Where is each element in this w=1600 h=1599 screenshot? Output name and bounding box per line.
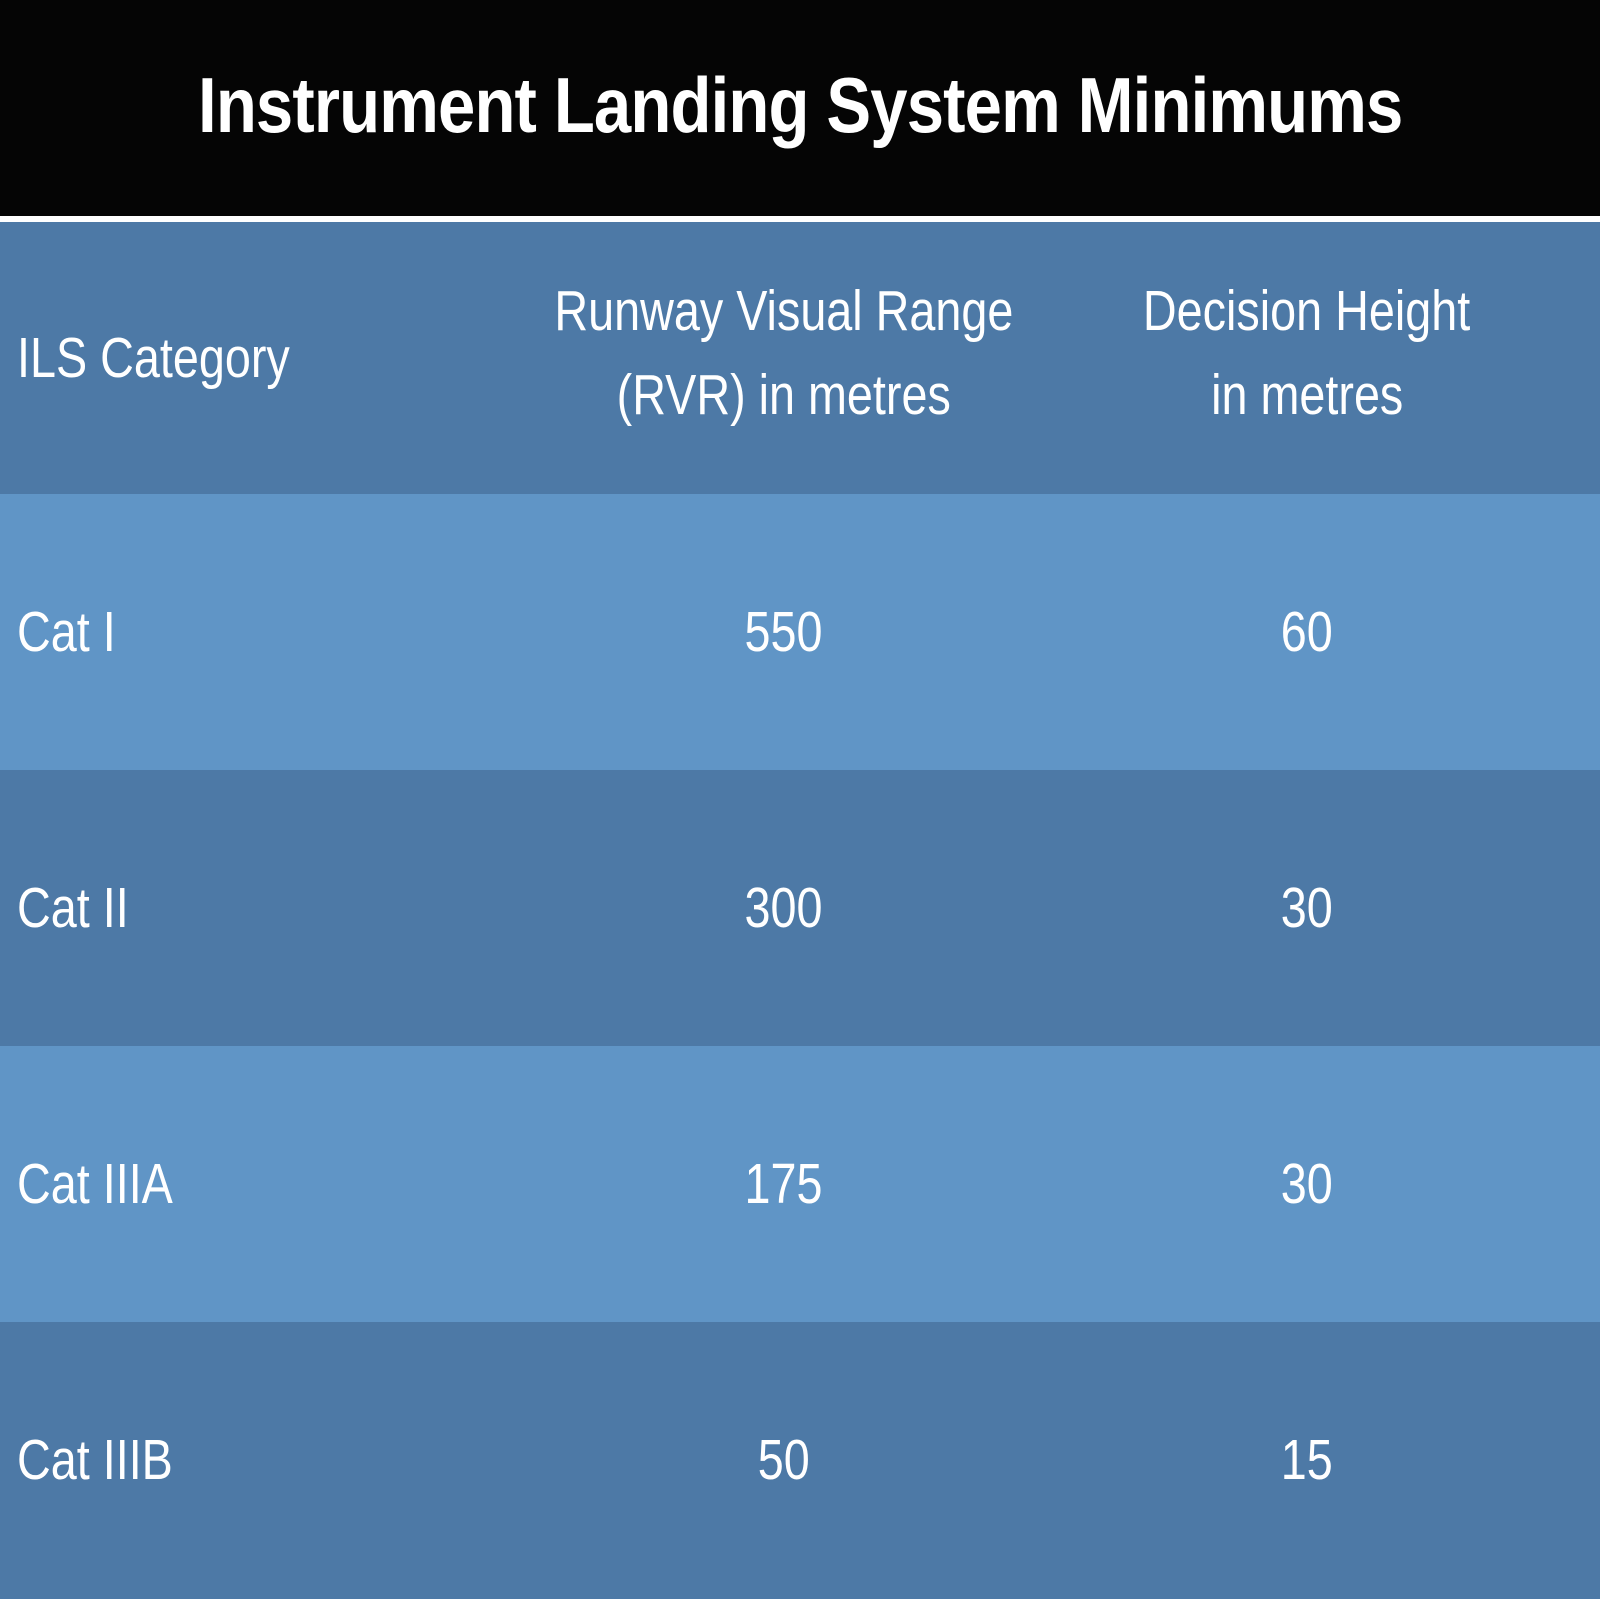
dh-value: 60 [1281,600,1333,664]
rvr-value: 550 [744,600,823,664]
cell-decision-height: 30 [1084,1046,1530,1322]
header-rvr-line2: (RVR) in metres [616,363,952,427]
category-value: Cat IIIA [17,1152,173,1216]
table-row: Cat I 550 60 [0,494,1600,770]
ils-minimums-table: ILS Category Runway Visual Range (RVR) i… [0,222,1600,1598]
rvr-value: 175 [744,1152,823,1216]
cell-category: Cat IIIB [17,1322,517,1598]
cell-rvr: 50 [534,1322,1034,1598]
rvr-value: 50 [758,1428,810,1492]
table-row: Cat IIIB 50 15 [0,1322,1600,1598]
category-value: Cat I [17,600,116,664]
page-title: Instrument Landing System Minimums [197,60,1403,149]
cell-category: Cat IIIA [17,1046,517,1322]
table-header-row: ILS Category Runway Visual Range (RVR) i… [0,222,1600,494]
cell-decision-height: 15 [1084,1322,1530,1598]
dh-value: 15 [1281,1428,1333,1492]
header-dh-line1: Decision Height [1143,279,1471,343]
table-row: Cat IIIA 175 30 [0,1046,1600,1322]
cell-rvr: 550 [534,494,1034,770]
table-row: Cat II 300 30 [0,770,1600,1046]
dh-value: 30 [1281,876,1333,940]
header-cell-rvr: Runway Visual Range (RVR) in metres [534,222,1034,494]
header-dh-line2: in metres [1210,363,1404,427]
rvr-value: 300 [744,876,823,940]
header-cell-decision-height: Decision Height in metres [1084,222,1530,494]
category-value: Cat II [17,876,129,940]
cell-decision-height: 30 [1084,770,1530,1046]
dh-value: 30 [1281,1152,1333,1216]
title-bar: Instrument Landing System Minimums [0,0,1600,216]
header-cell-category: ILS Category [17,222,517,494]
cell-rvr: 175 [534,1046,1034,1322]
cell-rvr: 300 [534,770,1034,1046]
cell-decision-height: 60 [1084,494,1530,770]
cell-category: Cat II [17,770,517,1046]
header-category-label: ILS Category [17,326,290,390]
category-value: Cat IIIB [17,1428,173,1492]
header-rvr-line1: Runway Visual Range [554,279,1014,343]
title-divider [0,216,1600,222]
cell-category: Cat I [17,494,517,770]
